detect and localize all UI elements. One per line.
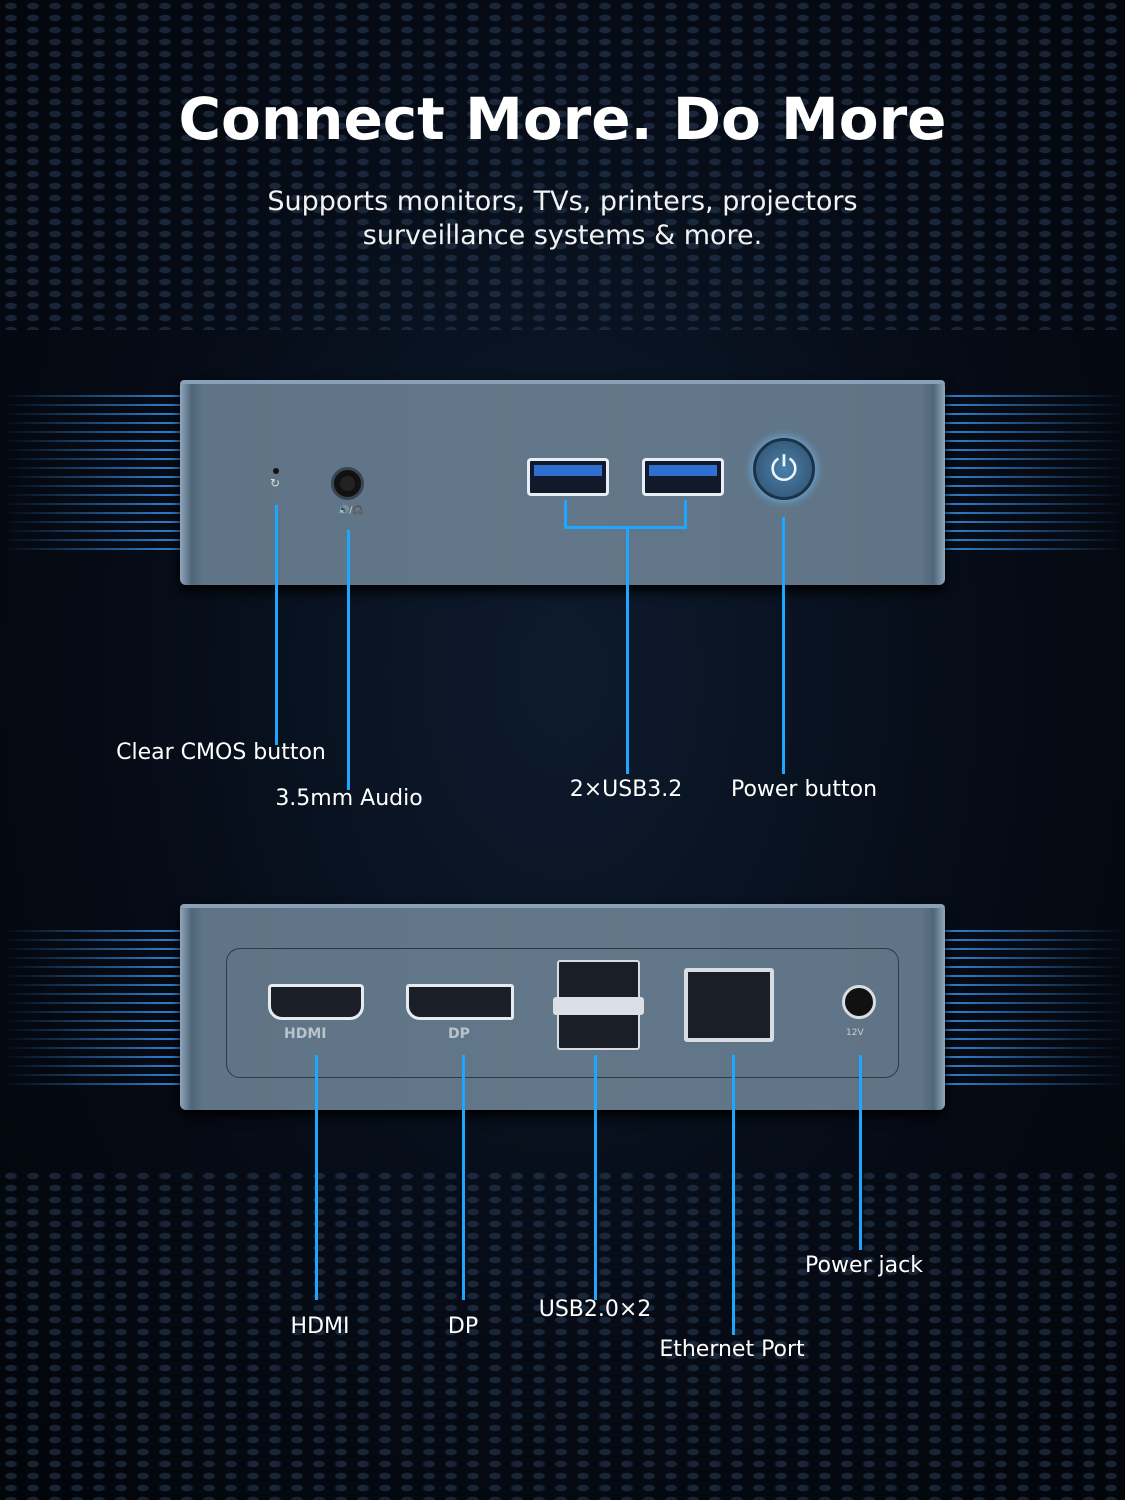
power-jack-icon [842, 985, 876, 1019]
reset-icon: ↻ [270, 476, 281, 490]
label-usb32: 2×USB3.2 [569, 777, 683, 802]
label-hdmi: HDMI [290, 1314, 350, 1339]
displayport-icon [406, 984, 514, 1020]
back-panel: HDMI DP 12V [180, 904, 945, 1110]
cmos-pinhole [273, 468, 279, 474]
audio-jack-icon [331, 467, 364, 500]
dp-marking: DP [448, 1026, 470, 1042]
connector-line [732, 1055, 735, 1335]
light-streak [0, 930, 190, 1090]
connector-line [684, 500, 687, 528]
label-power-jack: Power jack [805, 1253, 923, 1278]
connector-line [782, 517, 785, 774]
page-title: Connect More. Do More [178, 85, 947, 153]
connector-line [275, 505, 278, 745]
label-ethernet: Ethernet Port [659, 1337, 805, 1362]
connector-line [564, 500, 567, 528]
io-recess [226, 948, 899, 1078]
power-marking: 12V [846, 1028, 864, 1038]
subtitle: Supports monitors, TVs, printers, projec… [267, 186, 858, 217]
subtitle: surveillance systems & more. [362, 220, 763, 251]
connector-line [626, 526, 629, 774]
label-audio: 3.5mm Audio [275, 786, 423, 811]
connector-line [347, 530, 350, 790]
usb2-port-icon [553, 960, 644, 1050]
dot-pattern-bottom [0, 1170, 1125, 1500]
dot-pattern-top [0, 0, 1125, 330]
hdmi-port-icon [268, 984, 364, 1020]
hdmi-marking: HDMI [284, 1026, 327, 1042]
label-usb20: USB2.0×2 [538, 1297, 652, 1322]
front-panel: ↻ 🔊/🎧 ⏻ [180, 380, 945, 585]
light-streak [935, 395, 1125, 555]
label-clear-cmos: Clear CMOS button [116, 740, 326, 765]
light-streak [935, 930, 1125, 1090]
connector-line [859, 1055, 862, 1250]
headphone-icon: 🔊/🎧 [338, 506, 364, 516]
ethernet-port-icon [684, 968, 774, 1042]
power-icon: ⏻ [753, 438, 815, 500]
usb-a-port-icon [642, 458, 724, 496]
connector-line [462, 1055, 465, 1300]
label-dp: DP [447, 1314, 479, 1339]
connector-line [564, 526, 687, 529]
label-power-button: Power button [730, 777, 878, 802]
usb-a-port-icon [527, 458, 609, 496]
connector-line [315, 1055, 318, 1300]
connector-line [594, 1055, 597, 1300]
light-streak [0, 395, 190, 555]
